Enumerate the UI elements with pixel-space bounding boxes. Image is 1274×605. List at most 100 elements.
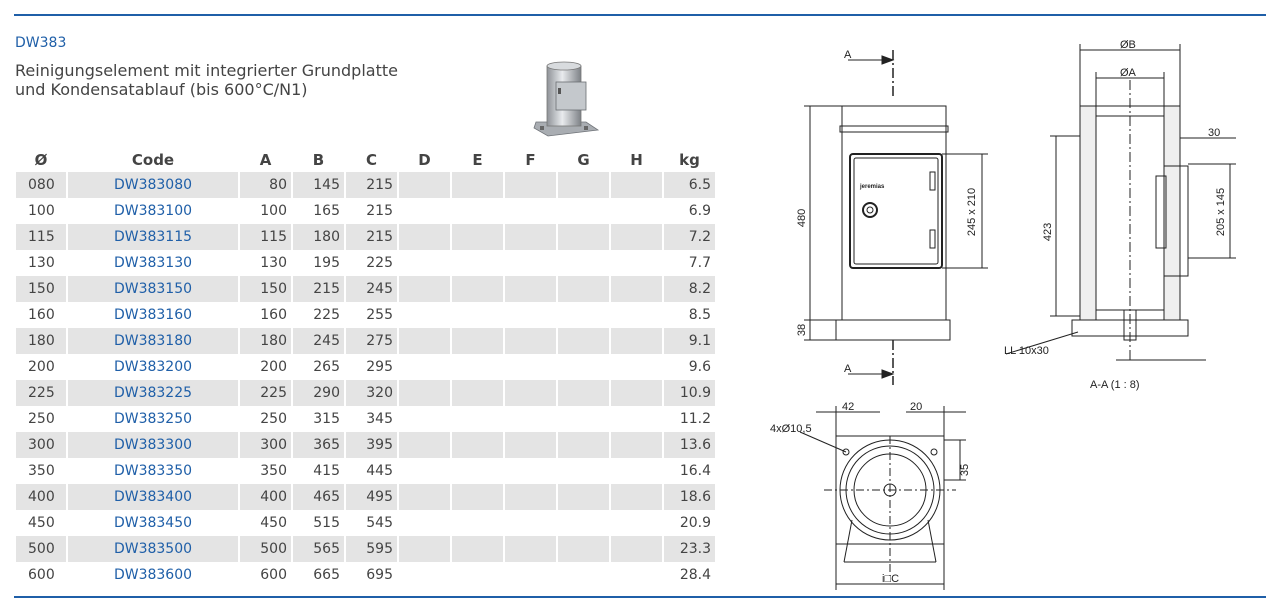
table-cell [611,354,662,380]
bottom-rule [14,596,1266,598]
table-cell[interactable]: DW383080 [68,172,238,198]
table-cell: 150 [240,276,291,302]
table-cell[interactable]: DW383400 [68,484,238,510]
description-line-2: und Kondensatablauf (bis 600°C/N1) [15,80,308,99]
table-cell [611,458,662,484]
dim-oa: ØA [1120,67,1137,79]
column-header: Ø [34,151,48,169]
table-cell[interactable]: DW383350 [113,463,193,479]
table-cell [611,380,662,406]
column-header: A [259,151,272,169]
table-cell [399,484,450,510]
section-view [1005,44,1236,361]
table-cell [452,380,503,406]
table-cell: 195 [313,255,340,271]
table-cell: 395 [346,432,397,458]
table-cell: 28.4 [679,567,711,583]
table-cell[interactable]: DW383180 [68,328,238,354]
table-cell [611,224,662,250]
table-cell[interactable]: DW383115 [68,224,238,250]
table-cell[interactable]: DW383500 [68,536,238,562]
table-cell: 9.6 [688,359,711,375]
column-header: B [312,151,325,169]
table-cell: 180 [240,328,291,354]
table-cell [505,172,556,198]
table-cell[interactable]: DW383250 [113,411,193,427]
table-cell: 165 [313,203,340,219]
table-cell [505,458,556,484]
table-cell[interactable]: DW383300 [68,432,238,458]
table-cell: 245 [293,328,344,354]
table-cell: 400 [16,484,66,510]
dim-20: 20 [910,401,922,413]
table-cell: 130 [28,255,55,271]
table-cell[interactable]: DW383100 [113,203,193,219]
table-cell [505,510,556,536]
table-cell [611,172,662,198]
table-cell[interactable]: DW383150 [68,276,238,302]
table-cell [505,354,556,380]
table-cell: 180 [293,224,344,250]
front-view [804,50,988,385]
table-cell: 10.9 [664,380,715,406]
table-cell[interactable]: DW383200 [113,359,193,375]
column-header: H [630,151,643,169]
table-cell: 450 [260,515,287,531]
table-cell[interactable]: DW383450 [113,515,193,531]
table-cell: 290 [293,380,344,406]
table-cell[interactable]: DW383225 [68,380,238,406]
table-cell: 215 [366,203,393,219]
table-cell: 215 [293,276,344,302]
table-cell: 080 [16,172,66,198]
table-cell: 665 [313,567,340,583]
table-cell: 130 [260,255,287,271]
table-cell[interactable]: DW383160 [113,307,193,323]
table-cell: 16.4 [679,463,711,479]
table-cell: 9.1 [664,328,715,354]
table-cell [558,354,609,380]
table-cell [611,302,662,328]
column-header: F [525,151,536,169]
table-cell [452,276,503,302]
table-cell[interactable]: DW383600 [113,567,193,583]
table-cell: 445 [366,463,393,479]
table-cell [452,536,503,562]
table-cell [505,484,556,510]
table-cell [452,302,503,328]
plan-view [799,406,966,590]
table-cell [558,224,609,250]
table-cell: 200 [260,359,287,375]
table-cell [452,224,503,250]
table-cell[interactable]: DW383130 [113,255,193,271]
table-cell: 600 [260,567,287,583]
table-cell: 160 [260,307,287,323]
table-cell [505,432,556,458]
product-code: DW383 [15,35,67,51]
table-cell: 225 [313,307,340,323]
table-cell: 180 [16,328,66,354]
section-label: A-A (1 : 8) [1090,379,1140,391]
table-cell [399,510,450,536]
table-cell: 500 [240,536,291,562]
table-cell: 8.2 [664,276,715,302]
description-line-1: Reinigungselement mit integrierter Grund… [15,61,398,80]
table-cell [558,198,609,224]
dim-height: 480 [796,209,808,227]
table-cell [452,562,503,588]
table-cell [399,198,450,224]
table-cell [505,224,556,250]
table-cell [505,380,556,406]
top-rule [14,14,1266,16]
table-cell [399,328,450,354]
table-cell [452,432,503,458]
